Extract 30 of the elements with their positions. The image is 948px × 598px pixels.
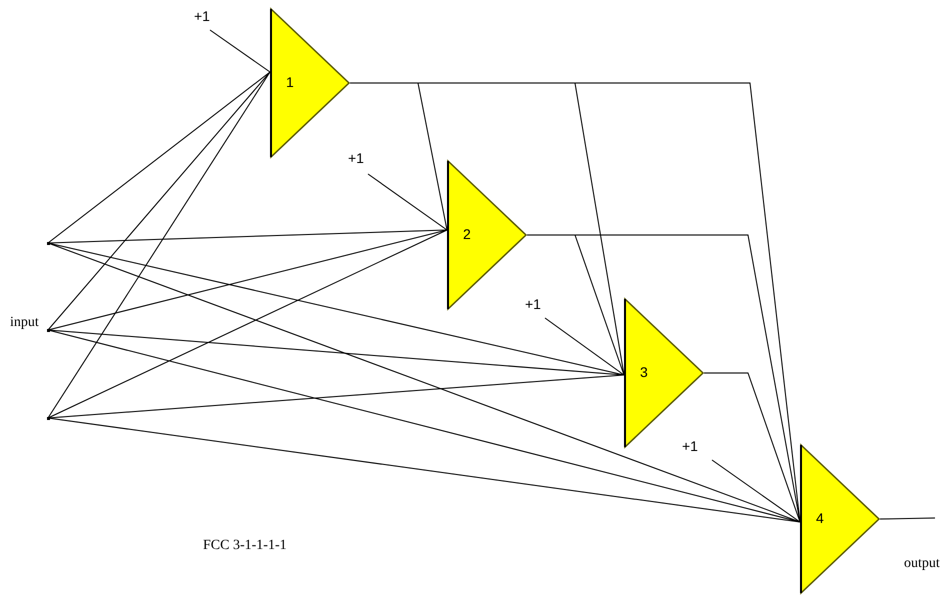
connection-line [48,230,448,418]
text-label: output [904,556,940,572]
neuron-number: 1 [286,74,294,90]
connection-line [544,318,624,376]
text-label: FCC 3-1-1-1-1 [203,538,287,554]
bias-label: +1 [525,296,541,312]
connection-line [880,518,936,520]
neuron-number: 2 [463,226,471,242]
bias-label: +1 [682,438,698,454]
connection-line [48,242,624,376]
connection-line [48,230,448,244]
connection-line [48,72,270,244]
connection-line [704,372,800,522]
input-point [47,242,50,245]
text-label: input [10,315,39,331]
bias-label: +1 [348,150,364,166]
input-point [47,417,50,420]
connection-line [210,30,270,72]
connection-line [48,418,800,522]
input-point [47,329,50,332]
connection-line [48,230,448,330]
bias-label: +1 [194,8,210,24]
connection-line [48,242,800,522]
connection-line [48,72,270,330]
neuron-number: 4 [816,510,824,526]
connection-line [368,174,448,230]
connection-line [48,374,624,418]
connection-line [712,460,800,522]
connection-line [48,72,270,418]
neuron-number: 3 [640,364,648,380]
